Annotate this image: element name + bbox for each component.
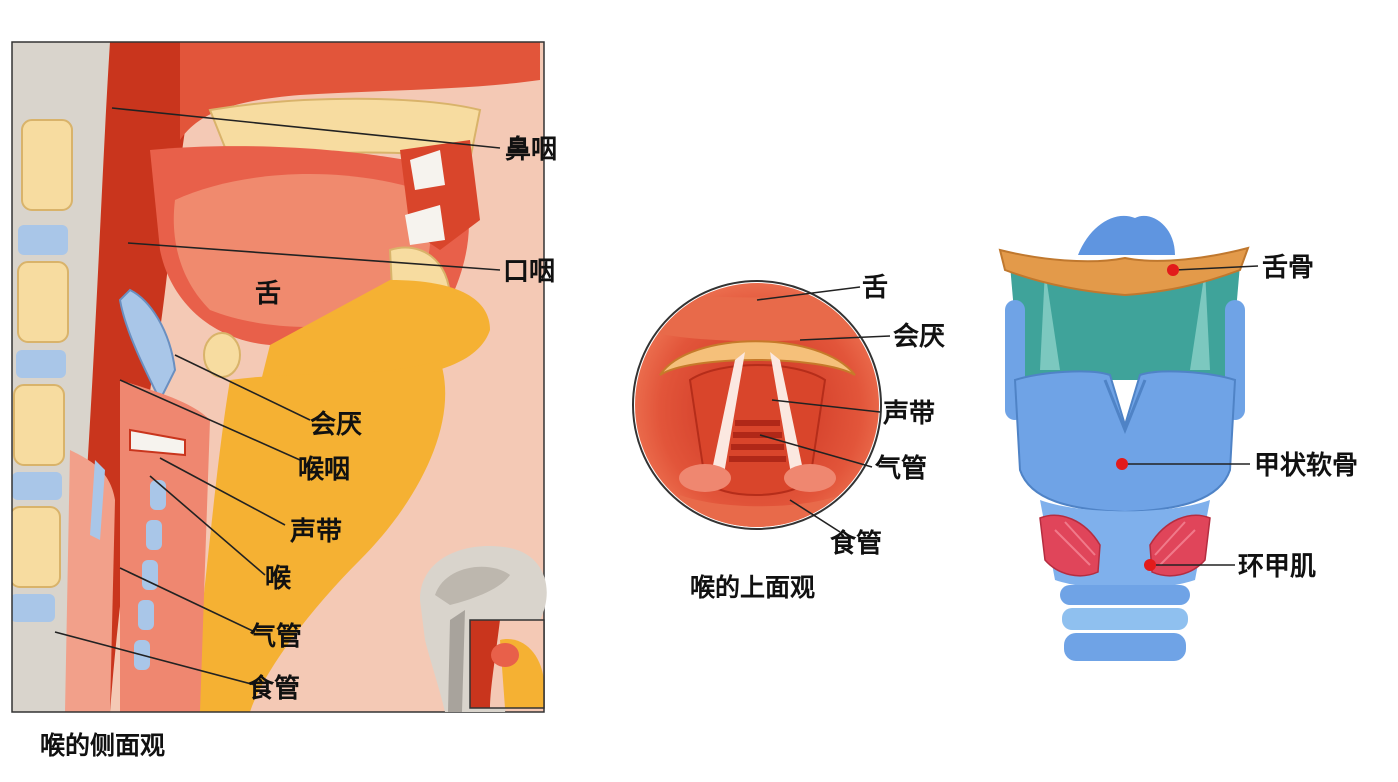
top-view-leaders [756,286,891,533]
label-top-epiglottis: 会厌 [893,322,945,352]
label-top-vocal-cords: 声带 [883,399,935,429]
label-top-trachea: 气管 [874,453,927,484]
label-thyroid-cartilage: 甲状软骨 [1254,451,1358,481]
thumbnail-frame [469,619,545,709]
label-trachea: 气管 [249,621,302,652]
cartilage-leaders [1122,265,1259,566]
label-hyoid: 舌骨 [1262,253,1314,283]
label-laryngopharynx: 喉咽 [298,454,350,485]
label-cricothyroid: 环甲肌 [1238,552,1316,582]
caption-top-view: 喉的上面观 [690,573,815,602]
label-top-esophagus: 食管 [830,528,882,559]
vertebrae [12,119,73,622]
label-larynx: 喉 [265,563,292,594]
side-view-illustration [12,42,544,712]
marker-thyroid-cartilage [1116,458,1128,470]
label-tongue: 舌 [255,279,281,309]
cartilage-illustration [998,215,1250,661]
marker-hyoid [1167,264,1179,276]
top-view-illustration [632,280,882,530]
label-oropharynx: 口咽 [503,257,555,287]
label-nasopharynx: 鼻咽 [505,135,557,165]
label-top-tongue: 舌 [862,273,888,303]
top-view-trachea-rings [729,420,786,462]
marker-cricothyroid [1144,559,1156,571]
caption-side-view: 喉的侧面观 [40,731,165,760]
trachea-rings [134,480,166,670]
label-esophagus: 食管 [248,673,300,704]
label-vocal-cords: 声带 [290,517,342,547]
thumbnail-detail [470,620,544,708]
side-view-frame [11,41,545,713]
side-view-leaders [54,107,501,686]
label-epiglottis: 会厌 [310,410,362,440]
